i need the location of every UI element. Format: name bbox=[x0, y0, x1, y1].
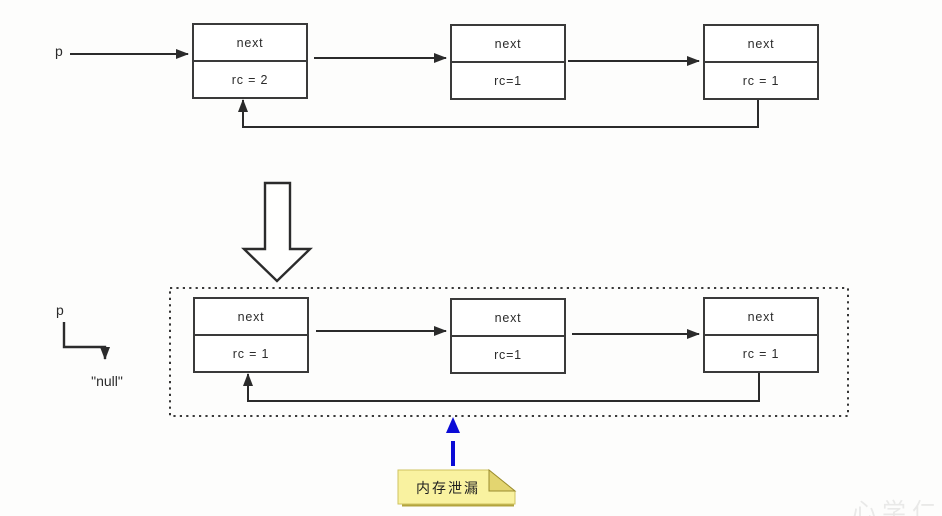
leaked-node3-next-field: next bbox=[705, 299, 817, 336]
node1-next-field: next bbox=[194, 25, 306, 62]
memory-leak-note-label: 内存泄漏 bbox=[416, 480, 480, 496]
arrow-node3-back-to-node1 bbox=[238, 97, 759, 128]
leaked-node1-next-field: next bbox=[195, 299, 307, 336]
list-node-1: next rc = 2 bbox=[192, 23, 308, 99]
leaked-node2-refcount: rc=1 bbox=[494, 347, 522, 362]
node2-refcount: rc=1 bbox=[494, 73, 522, 88]
list-node-3: next rc = 1 bbox=[703, 24, 819, 100]
watermark-text: 心学仁 bbox=[852, 499, 942, 516]
leaked-node-2: next rc=1 bbox=[450, 298, 566, 374]
null-value-label: "null" bbox=[91, 373, 123, 389]
node3-refcount: rc = 1 bbox=[742, 73, 780, 88]
pointer-p-label-top: p bbox=[55, 43, 63, 59]
big-down-arrow-icon bbox=[241, 181, 313, 283]
leaked-node-1: next rc = 1 bbox=[193, 297, 309, 373]
arrow-node6-back-to-node4 bbox=[243, 369, 760, 402]
leaked-node1-refcount: rc = 1 bbox=[232, 346, 270, 361]
memory-leak-note bbox=[397, 469, 516, 505]
node2-next-field: next bbox=[452, 26, 564, 63]
leak-callout-arrowhead bbox=[446, 417, 460, 433]
note-folded-corner-icon bbox=[488, 468, 517, 492]
leaked-node-3: next rc = 1 bbox=[703, 297, 819, 373]
list-node-2: next rc=1 bbox=[450, 24, 566, 100]
pointer-p-label-bottom: p bbox=[56, 302, 64, 318]
leaked-node3-refcount: rc = 1 bbox=[742, 346, 780, 361]
leaked-node2-next-field: next bbox=[452, 300, 564, 337]
node3-next-field: next bbox=[705, 26, 817, 63]
node1-refcount: rc = 2 bbox=[231, 72, 269, 87]
arrow-p-to-null bbox=[62, 322, 110, 360]
